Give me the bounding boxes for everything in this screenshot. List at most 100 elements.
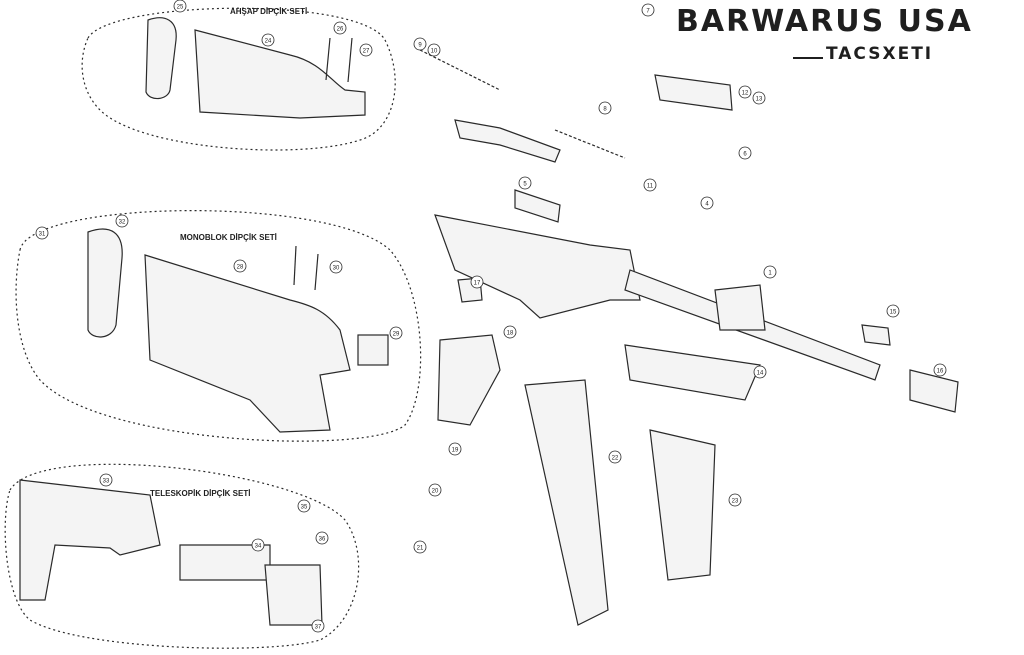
callout-circle <box>333 21 347 35</box>
callout-number: 21 <box>417 546 424 552</box>
callout-26: 26 <box>333 21 347 35</box>
callout-number: 18 <box>507 331 514 337</box>
callout-35: 35 <box>297 499 311 513</box>
callout-37: 37 <box>311 619 325 633</box>
callout-circle <box>886 304 900 318</box>
callout-circle <box>173 0 187 13</box>
callout-circle <box>413 37 427 51</box>
callout-number: 31 <box>39 232 46 238</box>
callout-circle <box>261 33 275 47</box>
callout-number: 1 <box>768 271 772 277</box>
mono-buttpad <box>87 228 123 338</box>
mono-plate <box>357 334 389 366</box>
callout-circle <box>470 275 484 289</box>
callout-34: 34 <box>251 538 265 552</box>
wood-screw-1 <box>325 37 331 81</box>
callout-circle <box>251 538 265 552</box>
callout-number: 34 <box>255 544 262 550</box>
callout-circle <box>428 483 442 497</box>
callout-24: 24 <box>261 33 275 47</box>
handguard-upper <box>654 74 733 111</box>
callout-27: 27 <box>359 43 373 57</box>
muzzle-device <box>909 369 959 413</box>
callout-20: 20 <box>428 483 442 497</box>
callout-circle <box>297 499 311 513</box>
callout-28: 28 <box>233 259 247 273</box>
callout-number: 36 <box>319 537 326 543</box>
callout-number: 29 <box>393 332 400 338</box>
callout-circle <box>518 176 532 190</box>
callout-4: 4 <box>700 196 714 210</box>
callout-30: 30 <box>329 260 343 274</box>
callout-number: 7 <box>646 9 650 15</box>
callout-circle <box>413 540 427 554</box>
callout-circle <box>311 619 325 633</box>
brand-name: BARWARUS USA <box>676 4 973 39</box>
callout-number: 22 <box>612 456 619 462</box>
group-title-mono: MONOBLOK DİPÇİK SETİ <box>180 233 277 242</box>
bolt-carrier <box>454 119 561 163</box>
wood-stock <box>194 29 366 119</box>
callout-circle <box>608 450 622 464</box>
pistol-grip <box>437 334 501 426</box>
mono-stock <box>144 254 351 433</box>
mono-screw-1 <box>293 245 297 286</box>
callout-circle <box>728 493 742 507</box>
callout-number: 10 <box>431 49 438 55</box>
callout-33: 33 <box>99 473 113 487</box>
callout-circle <box>738 85 752 99</box>
callout-circle <box>329 260 343 274</box>
callout-number: 6 <box>743 152 747 158</box>
callout-circle <box>643 178 657 192</box>
callout-circle <box>359 43 373 57</box>
callout-number: 15 <box>890 310 897 316</box>
callout-31: 31 <box>35 226 49 240</box>
receiver <box>434 214 641 319</box>
mono-screw-2 <box>314 253 319 291</box>
callout-21: 21 <box>413 540 427 554</box>
callout-number: 23 <box>732 499 739 505</box>
callout-11: 11 <box>643 178 657 192</box>
callout-number: 24 <box>265 39 272 45</box>
callout-number: 26 <box>337 27 344 33</box>
callout-circle <box>700 196 714 210</box>
bolt-spring <box>554 129 626 159</box>
mono-set-outline <box>15 210 422 442</box>
magazine-short <box>649 429 716 581</box>
callout-number: 8 <box>603 107 607 113</box>
callout-number: 27 <box>363 49 370 55</box>
group-title-tele: TELESKOPİK DİPÇİK SETİ <box>150 489 250 498</box>
callout-14: 14 <box>753 365 767 379</box>
wood-buttpad <box>145 17 177 100</box>
callout-5: 5 <box>518 176 532 190</box>
barrel-nut <box>861 324 891 346</box>
callout-7: 7 <box>641 3 655 17</box>
callout-number: 28 <box>237 265 244 271</box>
callout-19: 19 <box>448 442 462 456</box>
tele-adapter <box>264 564 323 626</box>
callout-number: 4 <box>705 202 709 208</box>
brand-logo: BARWARUS USA TACSXETI <box>676 4 971 66</box>
callout-16: 16 <box>933 363 947 377</box>
callout-circle <box>738 146 752 160</box>
callout-circle <box>389 326 403 340</box>
callout-8: 8 <box>598 101 612 115</box>
callout-number: 9 <box>418 43 422 49</box>
brand-sub: TACSXETI <box>826 44 934 64</box>
brand-rule <box>793 57 823 59</box>
callout-number: 17 <box>474 281 481 287</box>
callout-circle <box>99 473 113 487</box>
callout-22: 22 <box>608 450 622 464</box>
callout-number: 12 <box>742 91 749 97</box>
callout-6: 6 <box>738 146 752 160</box>
magazine-long <box>524 379 609 626</box>
callout-number: 13 <box>756 97 763 103</box>
group-title-wood: AHŞAP DİPÇİK SETİ <box>230 7 307 16</box>
callout-32: 32 <box>115 214 129 228</box>
callout-circle <box>115 214 129 228</box>
callout-number: 11 <box>647 184 654 190</box>
callout-circle <box>427 43 441 57</box>
callout-circle <box>233 259 247 273</box>
